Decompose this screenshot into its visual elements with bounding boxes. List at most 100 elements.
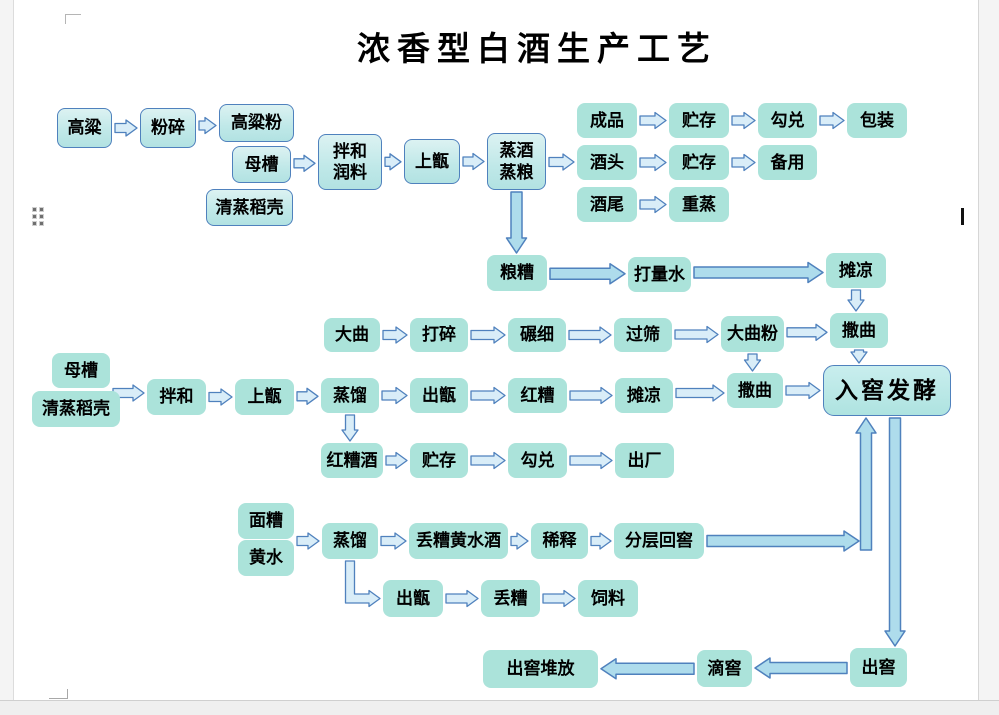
flow-arrow [380, 532, 407, 550]
flow-arrow [850, 349, 868, 364]
node-mucao1[interactable]: 母槽 [232, 146, 291, 183]
node-chuzeng1[interactable]: 出甑 [410, 378, 468, 413]
node-jiuwei[interactable]: 酒尾 [577, 187, 637, 222]
node-label: 备用 [770, 152, 805, 172]
text-cursor [961, 208, 964, 225]
flow-arrow [114, 119, 138, 137]
node-siliao[interactable]: 饲料 [578, 580, 638, 617]
node-jiutou[interactable]: 酒头 [577, 145, 637, 180]
node-hongzao[interactable]: 红糟 [508, 378, 567, 413]
flow-arrow [693, 261, 824, 284]
flow-arrow [675, 384, 725, 402]
node-zhengliu1[interactable]: 蒸馏 [321, 378, 379, 413]
node-beiyong[interactable]: 备用 [758, 145, 817, 180]
node-fenceng[interactable]: 分层回窖 [614, 523, 704, 559]
node-qingzheng2[interactable]: 清蒸稻壳 [32, 391, 120, 427]
node-label: 丢糟黄水酒 [416, 531, 501, 551]
flow-arrow [706, 530, 860, 552]
node-fensui[interactable]: 粉碎 [140, 108, 196, 148]
node-diuzaojiu[interactable]: 丢糟黄水酒 [409, 523, 508, 559]
drag-handle-icon[interactable] [32, 207, 44, 226]
flow-arrow [847, 289, 865, 312]
flow-arrow [445, 589, 479, 608]
flow-arrow [731, 153, 756, 172]
node-banhe[interactable]: 拌和 [147, 379, 206, 415]
node-hongzaojiu[interactable]: 红糟酒 [321, 443, 383, 478]
node-saqu2[interactable]: 撒曲 [727, 373, 783, 408]
node-diuzao[interactable]: 丢糟 [481, 580, 540, 617]
node-label: 贮存 [422, 450, 456, 470]
node-label: 蒸酒 蒸粮 [499, 141, 534, 182]
node-zhucun1[interactable]: 贮存 [669, 103, 729, 138]
node-label: 高粱 [67, 118, 102, 138]
node-nianxi[interactable]: 碾细 [508, 318, 566, 352]
node-chuzeng2[interactable]: 出甑 [383, 580, 443, 617]
node-shangzeng1[interactable]: 上甑 [404, 139, 460, 184]
flow-arrow [549, 263, 626, 285]
flow-arrow [568, 326, 612, 344]
flow-arrow [785, 381, 821, 400]
node-label: 出厂 [627, 450, 662, 470]
flow-arrow [382, 326, 408, 344]
node-rujiao[interactable]: 入窖发酵 [823, 365, 951, 416]
node-label: 打量水 [634, 264, 685, 284]
node-shangzeng2[interactable]: 上甑 [235, 379, 294, 415]
node-duifang[interactable]: 出窖堆放 [483, 650, 598, 688]
node-label: 撒曲 [842, 320, 876, 340]
node-label: 高粱粉 [231, 113, 282, 133]
node-label: 红糟酒 [326, 450, 378, 470]
node-label: 摊凉 [839, 260, 873, 280]
node-goudui2[interactable]: 勾兑 [508, 443, 567, 478]
node-chuchang[interactable]: 出厂 [615, 443, 674, 478]
node-label: 成品 [590, 110, 624, 130]
node-tanliang2[interactable]: 摊凉 [615, 378, 673, 413]
node-qingzheng1[interactable]: 清蒸稻壳 [206, 189, 293, 226]
node-label: 饲料 [591, 588, 625, 608]
node-baozhuang[interactable]: 包装 [847, 103, 907, 138]
node-liangzao[interactable]: 粮糟 [487, 255, 547, 291]
node-label: 面糟 [249, 511, 283, 531]
node-gaoliang[interactable]: 高粱 [57, 108, 112, 148]
node-saqu1[interactable]: 撒曲 [830, 313, 888, 348]
node-label: 酒尾 [590, 194, 624, 214]
node-xishi[interactable]: 稀释 [531, 523, 588, 559]
node-gaoliangfen[interactable]: 高粱粉 [219, 104, 294, 142]
node-guoshai[interactable]: 过筛 [614, 318, 672, 352]
node-zhengliu2[interactable]: 蒸馏 [322, 523, 378, 559]
flow-arrow [569, 451, 613, 470]
node-daqufen[interactable]: 大曲粉 [721, 316, 784, 352]
node-banhe-runliao[interactable]: 拌和 润料 [318, 134, 382, 190]
flow-arrow [470, 386, 506, 405]
node-miancao[interactable]: 面糟 [238, 503, 294, 539]
node-chengpin[interactable]: 成品 [577, 103, 637, 138]
flow-arrow [296, 532, 320, 550]
flow-arrow [384, 153, 402, 171]
node-mucao2[interactable]: 母槽 [52, 353, 110, 388]
flow-arrow [542, 589, 576, 608]
node-label: 蒸馏 [333, 385, 367, 405]
node-huangshui[interactable]: 黄水 [238, 540, 294, 576]
flow-arrow [569, 386, 613, 405]
margin-corner-mark-top [65, 14, 81, 24]
node-zhengjiu[interactable]: 蒸酒 蒸粮 [487, 133, 546, 190]
node-dijiao[interactable]: 滴窖 [697, 650, 752, 687]
node-chongzheng[interactable]: 重蒸 [669, 187, 729, 222]
flow-arrow [462, 152, 485, 171]
node-dasui[interactable]: 打碎 [410, 318, 468, 352]
node-daqu[interactable]: 大曲 [324, 318, 380, 352]
node-daliangshui[interactable]: 打量水 [628, 257, 691, 292]
page-bottom-margin [0, 700, 999, 715]
flow-arrow [470, 326, 506, 344]
flow-arrow [590, 532, 612, 550]
node-chujiao[interactable]: 出窖 [850, 648, 907, 687]
node-label: 过筛 [626, 325, 660, 345]
node-label: 勾兑 [520, 450, 555, 470]
node-label: 拌和 润料 [333, 141, 367, 182]
node-goudui1[interactable]: 勾兑 [758, 103, 817, 138]
node-label: 母槽 [244, 154, 279, 174]
flow-arrow [819, 111, 845, 130]
node-zhucun3[interactable]: 贮存 [410, 443, 468, 478]
node-tanliang1[interactable]: 摊凉 [826, 253, 886, 288]
node-zhucun2[interactable]: 贮存 [669, 145, 729, 180]
